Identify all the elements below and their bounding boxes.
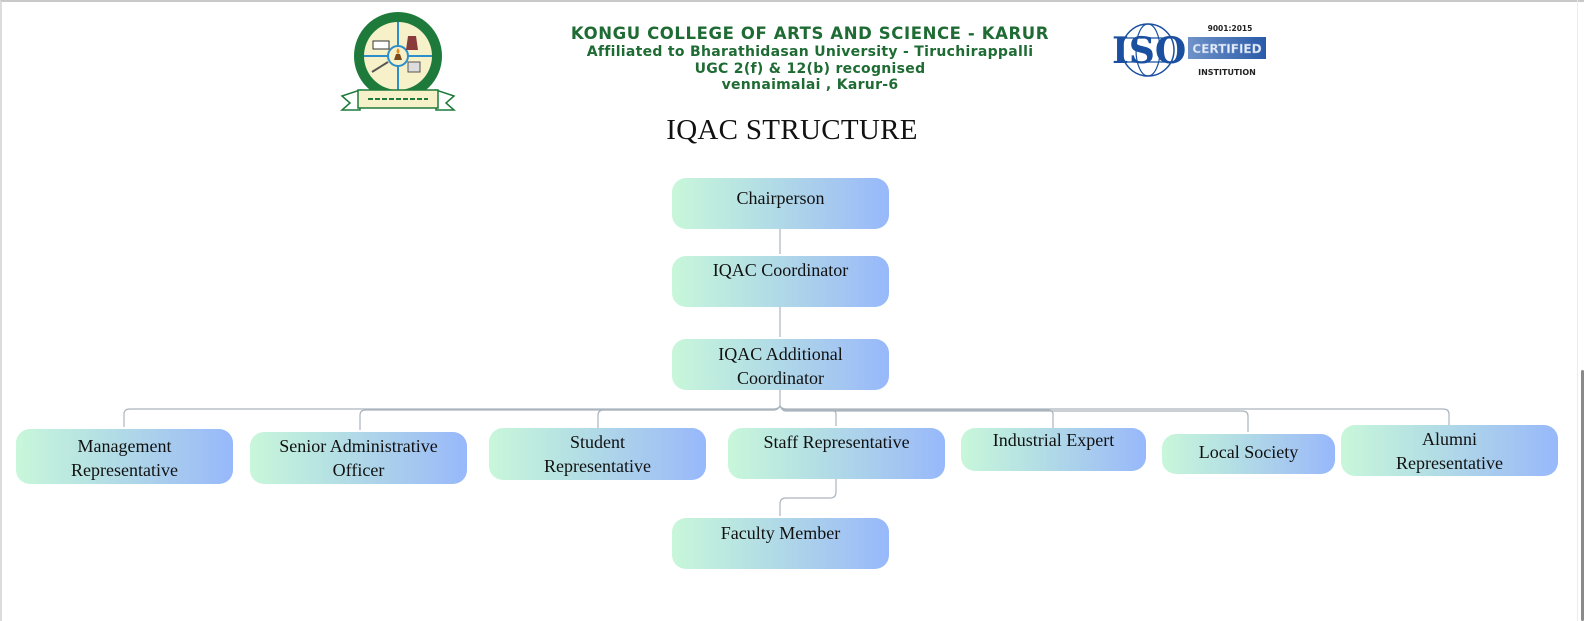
node-label-line2: Coordinator bbox=[737, 367, 824, 388]
node-management-representative[interactable]: Management Representative bbox=[16, 429, 233, 484]
college-recognition: UGC 2(f) & 12(b) recognised bbox=[694, 60, 926, 77]
scrollbar-track bbox=[1577, 0, 1578, 621]
page-title: IQAC STRUCTURE bbox=[666, 114, 918, 146]
scrollbar-thumb[interactable] bbox=[1581, 370, 1584, 621]
node-label-line2: Representative bbox=[1396, 452, 1503, 473]
iso-certified-logo: ISO 9001:2015 CERTIFIED INSTITUTION bbox=[1112, 23, 1266, 77]
node-alumni-representative[interactable]: Alumni Representative bbox=[1341, 425, 1558, 476]
iso-mark: ISO bbox=[1112, 30, 1186, 72]
node-label-line1: Student bbox=[569, 432, 625, 452]
globe-icon bbox=[1121, 23, 1175, 77]
college-name: KONGU COLLEGE OF ARTS AND SCIENCE - KARU… bbox=[570, 24, 1050, 43]
node-faculty-member[interactable]: Faculty Member bbox=[672, 518, 889, 569]
plough-icon bbox=[371, 61, 389, 73]
college-affiliation: Affiliated to Bharathidasan University -… bbox=[586, 44, 1034, 60]
iso-certified-badge bbox=[1188, 37, 1266, 59]
book-icon bbox=[372, 40, 390, 50]
node-label: Industrial Expert bbox=[992, 430, 1115, 450]
college-emblem-logo bbox=[340, 12, 456, 111]
node-label-line1: IQAC Additional bbox=[718, 343, 843, 364]
node-label: Faculty Member bbox=[720, 523, 841, 543]
node-label-line2: Representative bbox=[544, 456, 651, 476]
node-staff-representative[interactable]: Staff Representative bbox=[728, 428, 945, 479]
iso-caption: INSTITUTION bbox=[1198, 68, 1256, 77]
node-label-line1: Alumni bbox=[1421, 428, 1477, 449]
node-label: Staff Representative bbox=[763, 432, 910, 452]
iso-standard: 9001:2015 bbox=[1208, 24, 1253, 33]
college-header: KONGU COLLEGE OF ARTS AND SCIENCE - KARU… bbox=[560, 24, 1060, 94]
node-label: IQAC Coordinator bbox=[712, 260, 849, 280]
node-senior-administrative-officer[interactable]: Senior Administrative Officer bbox=[250, 432, 467, 484]
node-iqac-additional-coordinator[interactable]: IQAC Additional Coordinator bbox=[672, 339, 889, 390]
node-local-society[interactable]: Local Society bbox=[1162, 434, 1335, 474]
iso-certified-text: CERTIFIED bbox=[1192, 42, 1261, 56]
node-label-line1: Senior Administrative bbox=[279, 436, 438, 456]
college-location: vennaimalai , Karur-6 bbox=[721, 77, 899, 93]
computer-icon bbox=[407, 61, 421, 73]
node-label-line2: Representative bbox=[71, 460, 178, 480]
node-industrial-expert[interactable]: Industrial Expert bbox=[961, 428, 1146, 471]
node-label: Local Society bbox=[1198, 442, 1299, 462]
node-student-representative[interactable]: Student Representative bbox=[489, 428, 706, 480]
node-label: Chairperson bbox=[736, 188, 825, 208]
node-label-line2: Officer bbox=[332, 460, 385, 480]
temple-icon bbox=[406, 36, 418, 50]
node-chairperson[interactable]: Chairperson bbox=[672, 178, 889, 229]
node-label-line1: Management bbox=[77, 436, 172, 456]
node-iqac-coordinator[interactable]: IQAC Coordinator bbox=[672, 256, 889, 307]
